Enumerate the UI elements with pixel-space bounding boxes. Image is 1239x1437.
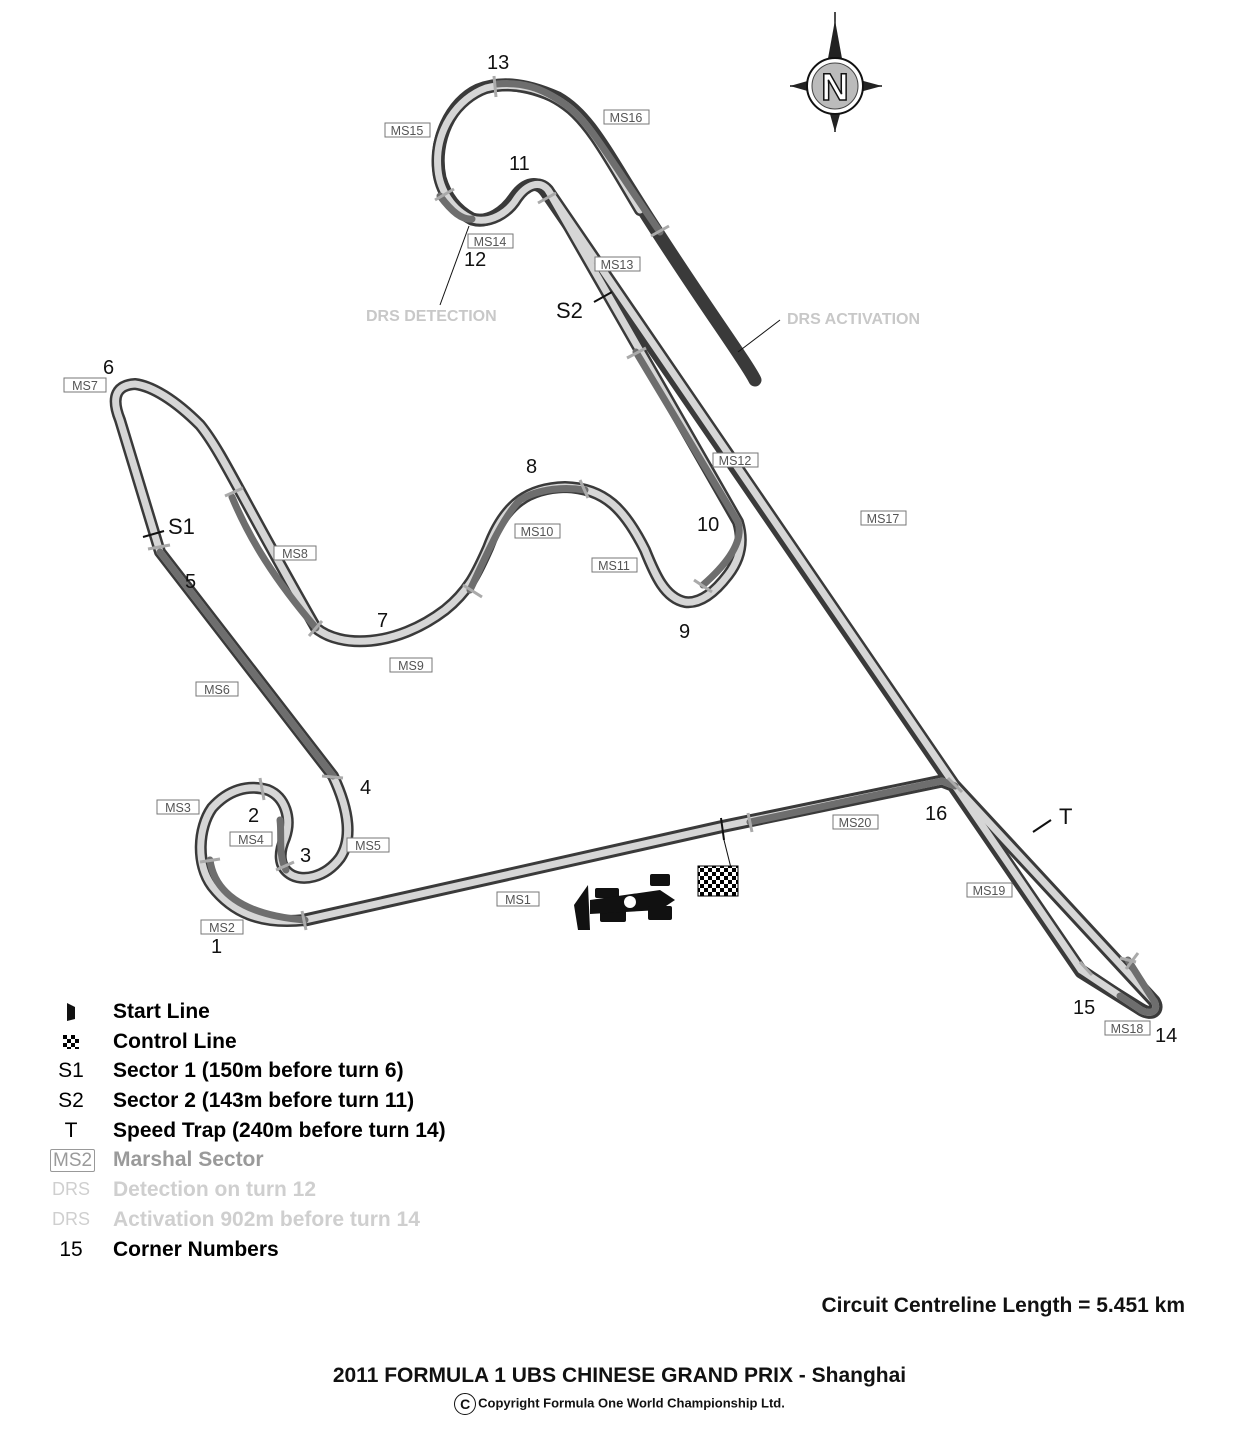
ms6-label: MS6 (204, 683, 230, 697)
marshal-sector-labels: MS1 MS2 MS3 MS4 MS5 MS6 MS7 MS8 MS9 MS10… (63, 109, 1151, 1036)
sector2-label: S2 (556, 298, 583, 323)
checkered-flag-legend-icon (50, 1027, 92, 1056)
control-line-marker (720, 817, 725, 841)
ms16-label: MS16 (610, 111, 643, 125)
ms14-label: MS14 (474, 235, 507, 249)
copyright-text: Copyright Formula One World Championship… (478, 1395, 785, 1411)
corner-4: 4 (360, 777, 371, 799)
corner-10: 10 (697, 514, 719, 536)
ms15-label: MS15 (391, 124, 424, 138)
checkered-flag-icon (697, 865, 739, 897)
legend-drs-detection-text: Detection on turn 12 (113, 1178, 317, 1202)
marshal-sector-ticks (147, 75, 1140, 977)
legend-control-text: Control Line (113, 1029, 237, 1053)
corner-14: 14 (1155, 1025, 1177, 1047)
corner-2: 2 (248, 805, 259, 827)
drs-activation-label: DRS ACTIVATION (787, 311, 920, 328)
legend-s1-text: Sector 1 (150m before turn 6) (113, 1059, 404, 1083)
ms18-label: MS18 (1111, 1022, 1144, 1036)
ms9-label: MS9 (398, 659, 424, 673)
ms1-label: MS1 (505, 893, 531, 907)
corner-9: 9 (679, 621, 690, 643)
ms3-label: MS3 (165, 801, 191, 815)
corner-11: 11 (509, 153, 530, 175)
ms12-label: MS12 (719, 454, 752, 468)
track (109, 79, 1162, 1019)
legend-drs-symbol-1: DRS (51, 1179, 90, 1200)
ms7-label: MS7 (72, 379, 98, 393)
compass-icon: N (790, 12, 882, 132)
copyright-icon: C (454, 1393, 477, 1415)
corner-8: 8 (526, 456, 537, 478)
ms13-label: MS13 (601, 258, 634, 272)
sector2-line (593, 291, 613, 303)
corner-numbers: 1 2 3 4 5 6 7 8 9 10 11 12 13 14 15 16 (103, 52, 1177, 1047)
speed-trap-label: T (1059, 804, 1072, 829)
legend-corner-symbol: 15 (59, 1237, 83, 1261)
corner-6: 6 (103, 357, 114, 379)
legend-t-symbol: T (64, 1118, 78, 1142)
corner-1: 1 (211, 936, 222, 958)
start-line-icon (50, 997, 92, 1026)
corner-5: 5 (185, 571, 196, 593)
corner-12: 12 (464, 249, 486, 271)
ms2-label: MS2 (209, 921, 235, 935)
drs-activation-line (737, 319, 781, 353)
page-title: 2011 FORMULA 1 UBS CHINESE GRAND PRIX - … (332, 1364, 907, 1387)
legend-corner-text: Corner Numbers (113, 1237, 279, 1261)
speed-trap-line (1032, 819, 1052, 833)
corner-16: 16 (925, 803, 947, 825)
legend-drs-activation-text: Activation 902m before turn 14 (113, 1207, 420, 1231)
ms8-label: MS8 (282, 547, 308, 561)
compass-letter: N (821, 67, 848, 109)
ms4-label: MS4 (238, 833, 264, 847)
ms19-label: MS19 (973, 884, 1006, 898)
corner-3: 3 (300, 845, 311, 867)
ms20-label: MS20 (839, 816, 872, 830)
legend-ms-text: Marshal Sector (113, 1148, 264, 1172)
circuit-length: Circuit Centreline Length = 5.451 km (821, 1294, 1185, 1317)
legend-s2-symbol: S2 (58, 1089, 84, 1113)
legend-s2-text: Sector 2 (143m before turn 11) (113, 1089, 415, 1113)
sector1-line (142, 530, 165, 538)
ms10-label: MS10 (521, 525, 554, 539)
legend-drs-symbol-2: DRS (51, 1208, 90, 1229)
corner-7: 7 (377, 610, 388, 632)
car-icon (574, 874, 675, 930)
drs-detection-label: DRS DETECTION (366, 308, 497, 325)
legend-start-text: Start Line (113, 1000, 210, 1023)
ms17-label: MS17 (867, 512, 900, 526)
legend-t-text: Speed Trap (240m before turn 14) (113, 1118, 446, 1142)
legend-ms-symbol: MS2 (50, 1149, 96, 1173)
corner-15: 15 (1073, 997, 1095, 1019)
ms5-label: MS5 (355, 839, 381, 853)
corner-13: 13 (487, 52, 509, 74)
ms11-label: MS11 (598, 559, 630, 573)
sector1-label: S1 (168, 514, 195, 539)
legend-s1-symbol: S1 (58, 1059, 84, 1083)
drs-detection-line (439, 225, 470, 306)
